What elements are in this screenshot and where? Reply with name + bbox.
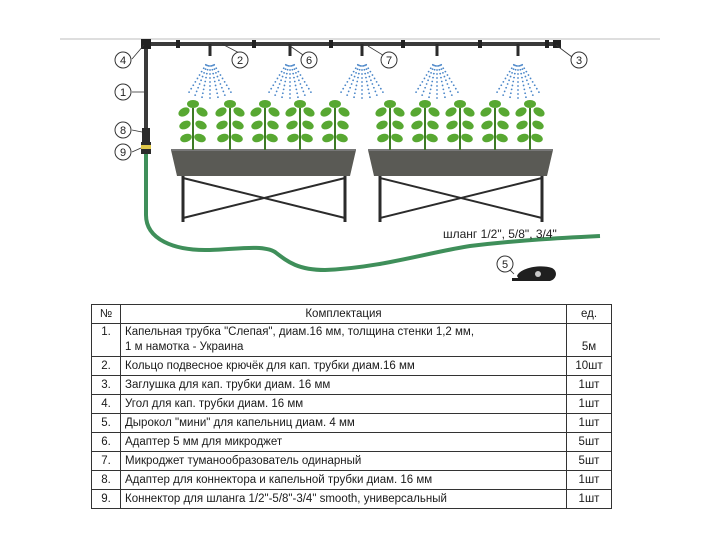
hose-size-label: шланг 1/2", 5/8", 3/4" xyxy=(443,227,557,241)
table-row: 8. Адаптер для коннектора и капельной тр… xyxy=(91,470,612,490)
table-row: 1. Капельная трубка "Слепая", диам.16 мм… xyxy=(91,323,612,357)
table-row: 4. Угол для кап. трубки диам. 16 мм 1шт xyxy=(91,394,612,414)
row-qty: 1шт xyxy=(566,394,612,414)
table-header-row: № Комплектация ед. xyxy=(91,304,612,324)
planter-tray-right xyxy=(368,149,553,222)
row-item: Угол для кап. трубки диам. 16 мм xyxy=(120,394,567,414)
corner-fitting xyxy=(141,39,151,49)
plant xyxy=(515,100,545,150)
plants xyxy=(178,100,545,150)
row-qty: 1шт xyxy=(566,413,612,433)
plant xyxy=(250,100,280,150)
callout-1: 1 xyxy=(120,87,126,99)
mist-jet xyxy=(415,44,459,99)
table-row: 3. Заглушка для кап. трубки диам. 16 мм … xyxy=(91,375,612,395)
row-item: Адаптер для коннектора и капельной трубк… xyxy=(120,470,567,490)
callout-2: 2 xyxy=(237,55,243,67)
plant xyxy=(285,100,315,150)
hole-punch-tool xyxy=(512,266,556,281)
row-item-line: 1 м намотка - Украина xyxy=(125,341,244,353)
garden-hose xyxy=(144,154,601,273)
row-num: 6. xyxy=(91,432,121,452)
row-qty: 1шт xyxy=(566,489,612,509)
irrigation-diagram: шланг 1/2", 5/8", 3/4" xyxy=(60,38,660,281)
row-qty: 5м xyxy=(566,323,612,357)
table-row: 5. Дырокол "мини" для капельниц диам. 4 … xyxy=(91,413,612,433)
row-num: 8. xyxy=(91,470,121,490)
row-item: Кольцо подвесное крючёк для кап. трубки … xyxy=(120,356,567,376)
plant xyxy=(410,100,440,150)
row-qty: 1шт xyxy=(566,470,612,490)
plant xyxy=(375,100,405,150)
callout-3: 3 xyxy=(576,55,582,67)
row-num: 2. xyxy=(91,356,121,376)
callout-9: 9 xyxy=(120,147,126,159)
row-item: Адаптер 5 мм для микроджет xyxy=(120,432,567,452)
row-item: Капельная трубка "Слепая", диам.16 мм, т… xyxy=(120,323,567,357)
row-num: 3. xyxy=(91,375,121,395)
row-num: 7. xyxy=(91,451,121,471)
table-row: 6. Адаптер 5 мм для микроджет 5шт xyxy=(91,432,612,452)
plant xyxy=(480,100,510,150)
plant xyxy=(178,100,208,150)
hose-connector-band xyxy=(141,145,151,149)
mist-jet xyxy=(340,44,384,99)
row-qty: 10шт xyxy=(566,356,612,376)
table-row: 2. Кольцо подвесное крючёк для кап. труб… xyxy=(91,356,612,376)
callout-8: 8 xyxy=(120,125,126,137)
row-qty: 1шт xyxy=(566,375,612,395)
kit-table: № Комплектация ед. 1. Капельная трубка "… xyxy=(91,304,612,509)
row-item: Заглушка для кап. трубки диам. 16 мм xyxy=(120,375,567,395)
callout-6: 6 xyxy=(306,55,312,67)
row-qty: 5шт xyxy=(566,432,612,452)
mist-jet xyxy=(268,44,312,99)
header-item: Комплектация xyxy=(120,304,567,324)
callout-4: 4 xyxy=(120,55,126,67)
mist-jets xyxy=(188,44,540,99)
plant xyxy=(215,100,245,150)
hanging-rings xyxy=(176,40,549,48)
callout-5: 5 xyxy=(502,259,508,271)
row-qty: 5шт xyxy=(566,451,612,471)
row-num: 9. xyxy=(91,489,121,509)
plant xyxy=(320,100,350,150)
row-item-line: Капельная трубка "Слепая", диам.16 мм, т… xyxy=(125,326,475,338)
mist-jet xyxy=(496,44,540,99)
row-num: 1. xyxy=(91,323,121,357)
row-item: Коннектор для шланга 1/2"-5/8"-3/4" smoo… xyxy=(120,489,567,509)
row-item: Микроджет туманообразователь одинарный xyxy=(120,451,567,471)
plant xyxy=(445,100,475,150)
planter-tray-left xyxy=(171,149,356,222)
table-row: 7. Микроджет туманообразователь одинарны… xyxy=(91,451,612,471)
end-plug xyxy=(553,40,561,48)
row-item: Дырокол "мини" для капельниц диам. 4 мм xyxy=(120,413,567,433)
callouts: 1 2 3 4 5 6 7 8 9 xyxy=(114,51,588,273)
header-num: № xyxy=(91,304,121,324)
table-row: 9. Коннектор для шланга 1/2"-5/8"-3/4" s… xyxy=(91,489,612,509)
adapter-fitting xyxy=(142,128,150,142)
callout-7: 7 xyxy=(386,55,392,67)
header-unit: ед. xyxy=(566,304,612,324)
row-num: 4. xyxy=(91,394,121,414)
mist-jet xyxy=(188,44,232,99)
row-num: 5. xyxy=(91,413,121,433)
